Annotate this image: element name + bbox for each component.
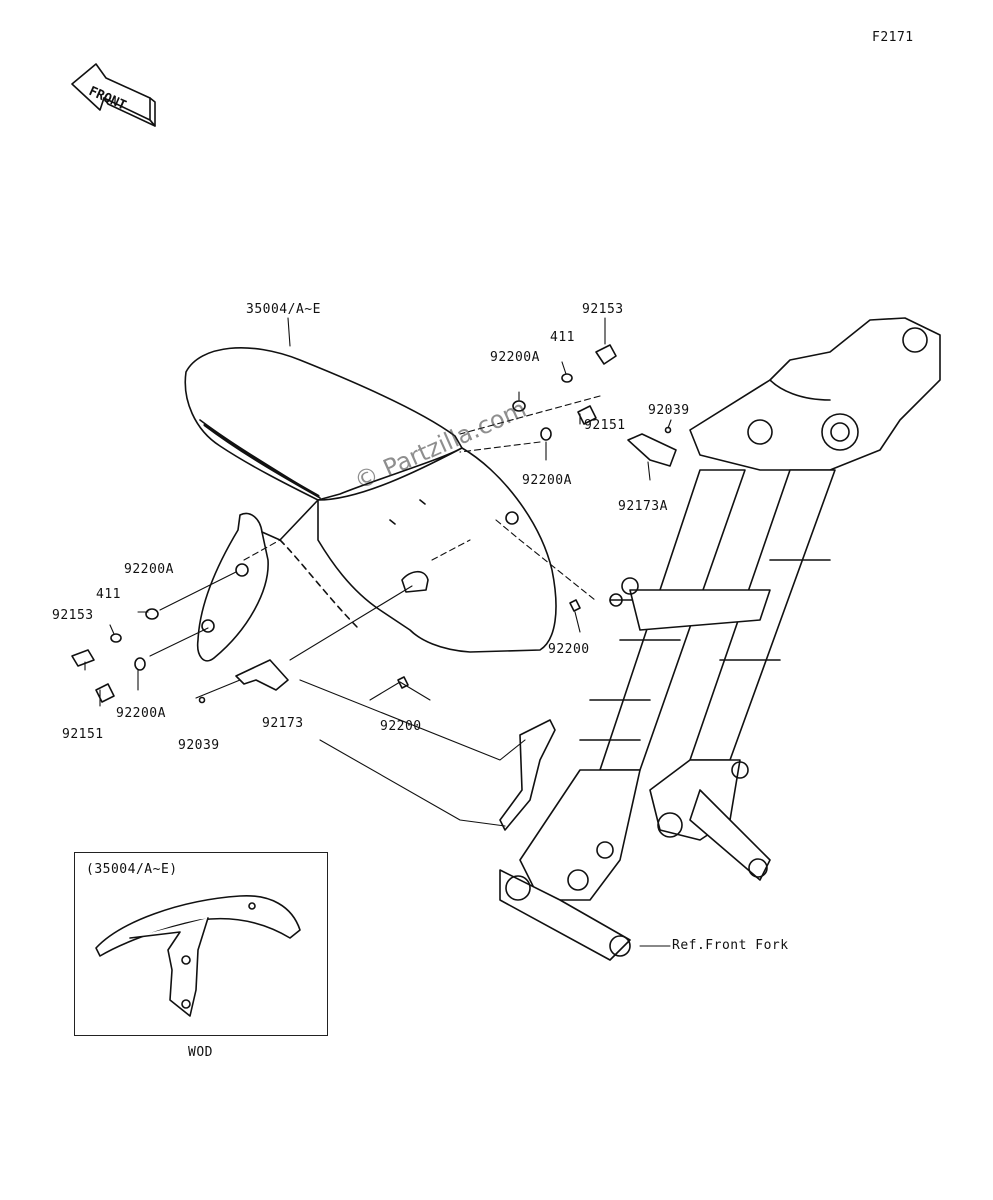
- label-ref-fork: Ref.Front Fork: [672, 938, 789, 953]
- label-clip-left: 92039: [178, 738, 220, 753]
- label-bolt-left-low: 92151: [62, 727, 104, 742]
- inset-box: [74, 852, 328, 1036]
- front-fork-part: [499, 317, 941, 961]
- label-washer-left-low: 92200A: [116, 706, 166, 721]
- inset-title: (35004/A~E): [86, 862, 178, 877]
- label-washer-mid: 92200A: [522, 473, 572, 488]
- label-nut-center: 92200: [380, 719, 422, 734]
- label-collar-left: 411: [96, 587, 121, 602]
- label-bracket-right: 92173A: [618, 499, 668, 514]
- label-clip-right: 92039: [648, 403, 690, 418]
- front-arrow-icon: [71, 63, 156, 127]
- label-nut-right: 92200: [548, 642, 590, 657]
- label-bolt-mid: 92151: [584, 418, 626, 433]
- leader-lines: [84, 317, 672, 947]
- diagram-code: F2171: [872, 30, 914, 45]
- front-fender-part: [184, 347, 557, 662]
- label-washer-left: 92200A: [124, 562, 174, 577]
- label-bolt-left: 92153: [52, 608, 94, 623]
- front-arrow-text: FRONT: [86, 84, 128, 114]
- inset-caption: WOD: [188, 1045, 213, 1060]
- label-collar-top: 411: [550, 330, 575, 345]
- label-fender-main: 35004/A~E: [246, 302, 321, 317]
- label-bolt-top: 92153: [582, 302, 624, 317]
- label-bracket-left: 92173: [262, 716, 304, 731]
- label-washer-top: 92200A: [490, 350, 540, 365]
- inset-fender-part: [95, 895, 301, 1017]
